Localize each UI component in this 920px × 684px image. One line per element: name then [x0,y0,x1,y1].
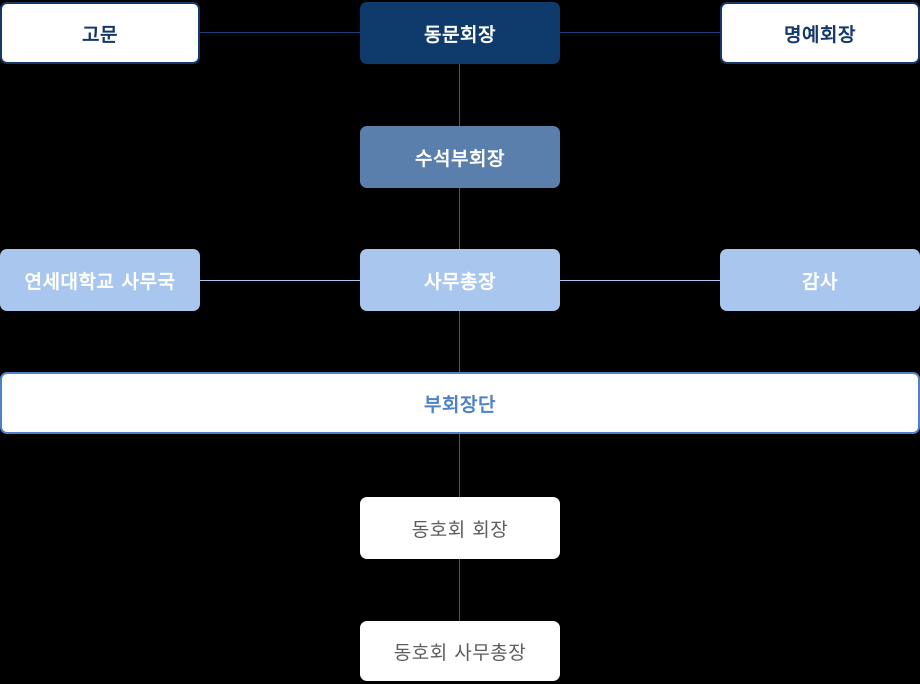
node-secretary-general: 사무총장 [360,249,560,311]
connector-president-honorary [560,32,720,33]
connector-advisor-president [200,32,360,33]
connector-seniorvp-secretary [459,188,460,249]
node-club-president: 동호회 회장 [360,497,560,559]
connector-vicepresidents-clubpresident [459,434,460,497]
node-auditor: 감사 [720,249,920,311]
connector-secretary-vicepresidents [459,311,460,372]
connector-secretary-auditor [560,280,720,281]
node-yonsei-office: 연세대학교 사무국 [0,249,200,311]
node-honorary-president: 명예회장 [720,2,920,64]
node-senior-vice-president: 수석부회장 [360,126,560,188]
connector-clubpresident-clubsecretary [459,559,460,621]
node-president: 동문회장 [360,2,560,64]
connector-president-seniorvp [459,64,460,126]
node-vice-presidents: 부회장단 [0,372,920,434]
connector-yonseioffice-secretary [200,280,360,281]
node-club-secretary-general: 동호회 사무총장 [360,621,560,681]
node-advisor: 고문 [0,2,200,64]
